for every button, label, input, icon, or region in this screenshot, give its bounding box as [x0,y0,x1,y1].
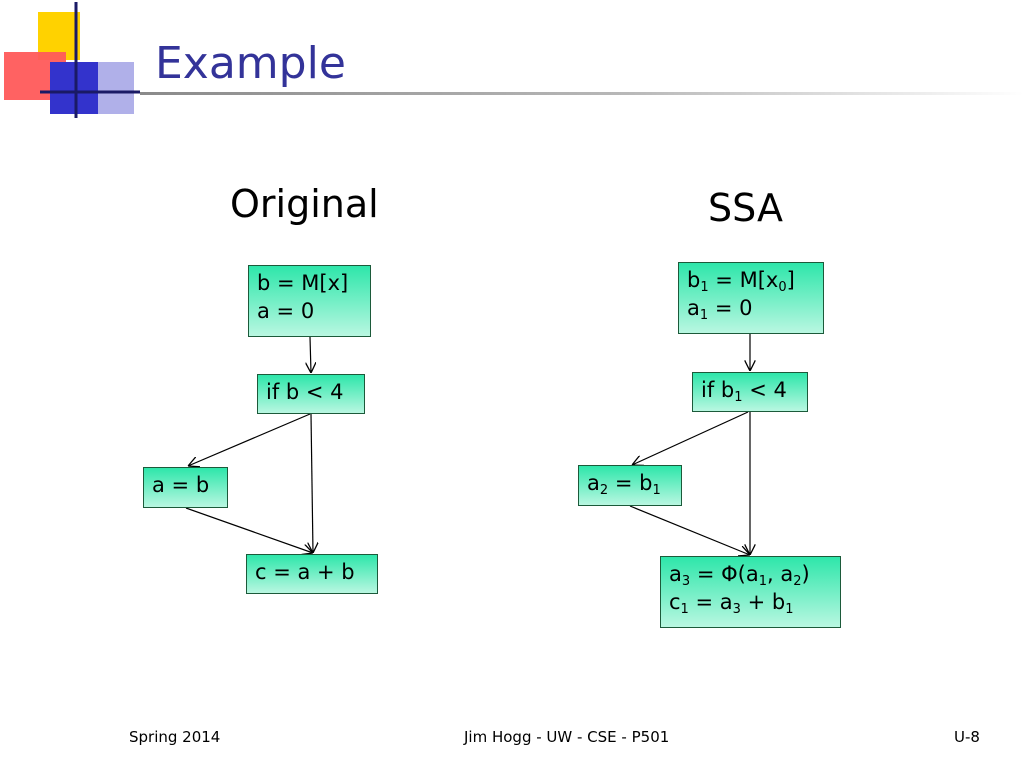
original-column-title: Original [230,182,379,226]
edge-ssa-assign-join [629,505,750,555]
footer-date: Spring 2014 [129,728,221,746]
ssa-join-line2: c1 = a3 + b1 [669,590,794,617]
decorative-logo [4,2,140,118]
orig-block1-line1: b = M[x] [257,271,349,295]
orig-assign-text: a = b [152,473,210,497]
ssa-cond-text: if b1 < 4 [701,378,787,405]
ssa-block1-line2: a1 = 0 [687,296,753,323]
ssa-join-line1: a3 = Φ(a1, a2) [669,562,810,589]
footer-slide-number: U-8 [954,728,980,746]
edge-orig-cond-assign [188,413,311,466]
ssa-cond-node: if b1 < 4 [692,372,808,412]
orig-cond-node: if b < 4 [257,374,365,414]
ssa-block1-line1: b1 = M[x0] [687,268,795,295]
orig-assign-node: a = b [143,467,228,508]
title-rule [140,92,1024,95]
orig-cond-text: if b < 4 [266,380,344,404]
ssa-assign-node: a2 = b1 [578,465,682,506]
orig-join-node: c = a + b [246,554,378,594]
ssa-column-title: SSA [708,186,783,230]
edge-ssa-cond-assign [632,411,749,465]
edge-orig-block1-cond [310,336,311,373]
slide-title: Example [155,38,346,89]
ssa-block1-node: b1 = M[x0] a1 = 0 [678,262,824,334]
footer-author: Jim Hogg - UW - CSE - P501 [464,728,670,746]
orig-join-text: c = a + b [255,560,355,584]
edge-orig-cond-join [311,413,313,553]
ssa-join-node: a3 = Φ(a1, a2) c1 = a3 + b1 [660,556,841,628]
orig-block1-node: b = M[x] a = 0 [248,265,371,337]
ssa-assign-text: a2 = b1 [587,471,661,498]
edge-orig-assign-join [185,507,313,553]
orig-block1-line2: a = 0 [257,299,315,323]
